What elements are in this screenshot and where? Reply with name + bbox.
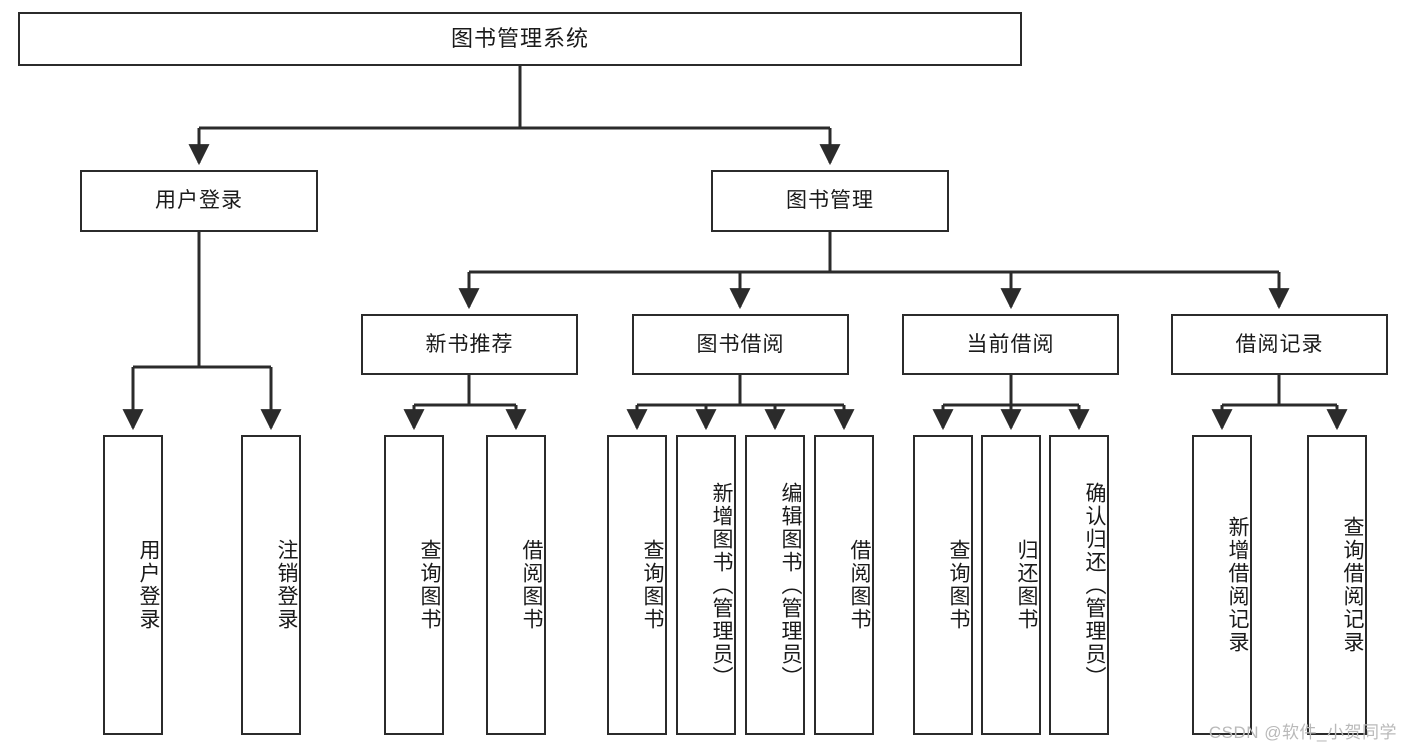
- connectors-newbook-to-leaves: [403, 375, 527, 431]
- leaf-user-login-login[interactable]: 用户登录: [103, 435, 163, 735]
- node-current-borrowing[interactable]: 当前借阅: [902, 314, 1119, 375]
- leaf-book-borrow-borrow-book[interactable]: 借阅图书: [814, 435, 874, 735]
- leaf-current-borrow-return-book[interactable]: 归还图书: [981, 435, 1041, 735]
- leaf-label: 查询借阅记录: [1341, 516, 1364, 654]
- leaf-label: 新增借阅记录: [1226, 516, 1249, 654]
- node-root-book-management-system[interactable]: 图书管理系统: [18, 12, 1022, 66]
- leaf-label: 归还图书: [1015, 539, 1038, 631]
- leaf-book-borrow-add-book-admin[interactable]: 新增图书（管理员）: [676, 435, 736, 735]
- leaf-label: 借阅图书: [848, 539, 871, 631]
- leaf-label: 查询图书: [947, 539, 970, 631]
- csdn-watermark: CSDN @软件_小贺同学: [1208, 723, 1397, 742]
- connectors-root-to-level2: [188, 66, 841, 166]
- node-book-borrowing[interactable]: 图书借阅: [632, 314, 849, 375]
- leaf-label: 确认归还（管理员）: [1083, 481, 1106, 689]
- leaf-new-book-query-book[interactable]: 查询图书: [384, 435, 444, 735]
- connectors-borrowrecord-to-leaves: [1211, 375, 1348, 431]
- connectors-userlogin-to-leaves: [122, 232, 282, 431]
- node-borrowing-record[interactable]: 借阅记录: [1171, 314, 1388, 375]
- leaf-label: 查询图书: [418, 539, 441, 631]
- leaf-borrow-record-query-record[interactable]: 查询借阅记录: [1307, 435, 1367, 735]
- leaf-label: 借阅图书: [520, 539, 543, 631]
- leaf-label: 查询图书: [641, 539, 664, 631]
- leaf-book-borrow-query-book[interactable]: 查询图书: [607, 435, 667, 735]
- leaf-label: 用户登录: [137, 539, 160, 631]
- connectors-booksmgmt-to-level3: [458, 232, 1290, 310]
- leaf-new-book-borrow-book[interactable]: 借阅图书: [486, 435, 546, 735]
- node-user-login[interactable]: 用户登录: [80, 170, 318, 232]
- connectors-currentborrow-to-leaves: [932, 375, 1090, 431]
- connectors-bookborrow-to-leaves: [626, 375, 855, 431]
- node-new-book-recommendation[interactable]: 新书推荐: [361, 314, 578, 375]
- leaf-label: 新增图书（管理员）: [710, 481, 733, 689]
- leaf-user-login-logout[interactable]: 注销登录: [241, 435, 301, 735]
- leaf-current-borrow-confirm-return-admin[interactable]: 确认归还（管理员）: [1049, 435, 1109, 735]
- leaf-current-borrow-query-book[interactable]: 查询图书: [913, 435, 973, 735]
- leaf-book-borrow-edit-book-admin[interactable]: 编辑图书（管理员）: [745, 435, 805, 735]
- leaf-borrow-record-add-record[interactable]: 新增借阅记录: [1192, 435, 1252, 735]
- node-book-management[interactable]: 图书管理: [711, 170, 949, 232]
- leaf-label: 编辑图书（管理员）: [779, 481, 802, 689]
- leaf-label: 注销登录: [275, 539, 298, 631]
